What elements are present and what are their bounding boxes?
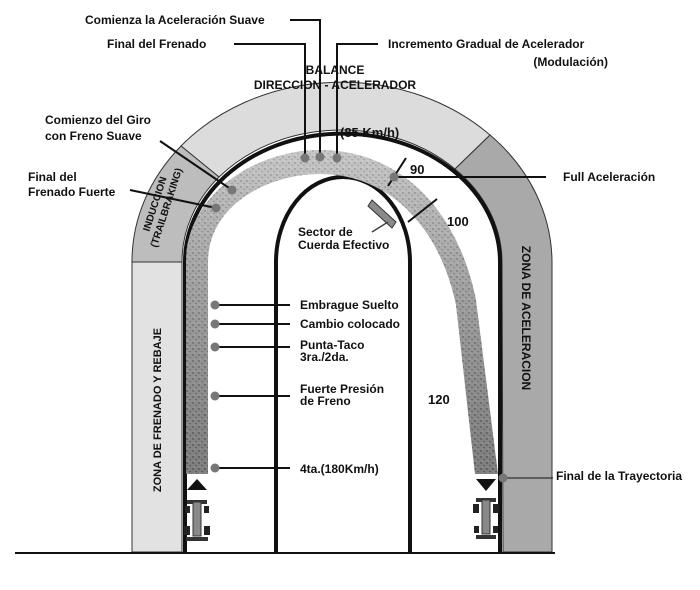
label-zona-frenado: ZONA DE FRENADO Y REBAJE	[152, 328, 164, 492]
label-final-trayectoria: Final de la Trayectoria	[556, 469, 682, 483]
step-label-line2: de Freno	[300, 394, 351, 408]
dash-90	[387, 157, 407, 187]
track-outer-edge	[183, 131, 502, 552]
label-comienzo-giro-2: con Freno Suave	[45, 129, 142, 143]
label-speed-90: 90	[410, 162, 424, 177]
label-modulacion: (Modulación)	[533, 55, 608, 69]
step-label: Fuerte Presión	[300, 382, 384, 396]
label-sector-2: Cuerda Efectivo	[298, 238, 389, 252]
label-final-fuerte-2: Frenado Fuerte	[28, 185, 116, 199]
label-balance: BALANCE	[306, 63, 365, 77]
label-incremento: Incremento Gradual de Acelerador	[388, 37, 585, 51]
chord-sector	[367, 199, 397, 229]
label-direccion-acelerador: DIRECCION - ACELERADOR	[254, 78, 417, 92]
step-label-line2: 3ra./2da.	[300, 350, 349, 364]
leader-lines	[129, 19, 553, 479]
step-label: Cambio colocado	[300, 317, 400, 331]
arrow-down-icon	[476, 479, 496, 491]
label-sector-1: Sector de	[298, 225, 353, 239]
label-comienzo-giro-1: Comienzo del Giro	[45, 113, 151, 127]
induccion-zone-band	[131, 145, 220, 263]
track-inner-edge	[274, 175, 412, 552]
step-label: 4ta.(180Km/h)	[300, 462, 379, 476]
label-final-frenado: Final del Frenado	[107, 37, 206, 51]
dash-100	[407, 198, 438, 223]
label-speed-120: 120	[428, 392, 450, 407]
sector-arrow	[371, 221, 389, 233]
label-comienza-aceleracion: Comienza la Aceleración Suave	[85, 13, 265, 27]
label-speed-100: 100	[447, 214, 469, 229]
arrow-up-icon	[187, 479, 207, 490]
label-speed-85: (85 Km/h)	[340, 125, 399, 140]
marker-dots	[210, 152, 508, 483]
race-car-icon	[184, 500, 210, 541]
label-zona-aceleracion: ZONA DE ACELERACION	[519, 246, 533, 390]
label-full-aceleracion: Full Aceleración	[563, 170, 655, 184]
race-car-icon	[473, 498, 499, 539]
label-final-fuerte-1: Final del	[28, 170, 77, 184]
step-label: Embrague Suelto	[300, 298, 399, 312]
step-label: Punta-Taco	[300, 338, 364, 352]
